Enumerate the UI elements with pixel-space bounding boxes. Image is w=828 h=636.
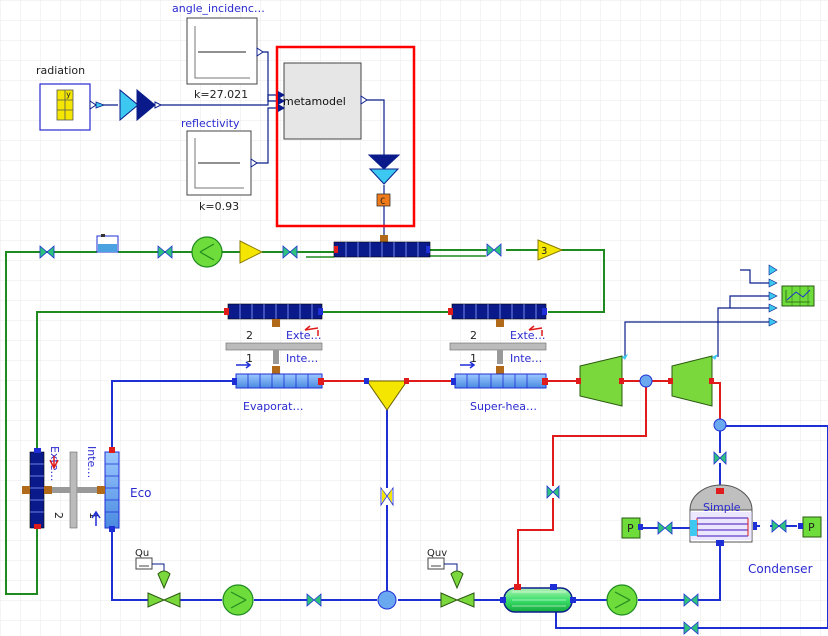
valve-cooling-in[interactable] xyxy=(657,521,673,535)
evaporator[interactable]: Evaporat… xyxy=(232,366,324,413)
p-right-label: P xyxy=(808,521,815,534)
reflectivity-label: reflectivity xyxy=(181,117,240,130)
tank-top[interactable] xyxy=(96,234,119,253)
quv-right-label: Quv xyxy=(427,548,447,559)
mixer-bottom[interactable] xyxy=(377,590,397,610)
hx-right-ext-label: Exte… xyxy=(510,329,546,342)
pump-bottom-right[interactable] xyxy=(606,584,638,616)
turbine-splitter[interactable] xyxy=(639,374,653,388)
control-valve-left[interactable] xyxy=(147,570,181,608)
valve-separator-drain[interactable] xyxy=(380,486,394,507)
valve-cooling-out[interactable] xyxy=(771,519,787,533)
radiation-label: radiation xyxy=(36,64,85,77)
metamodel-block[interactable]: metamodel xyxy=(278,62,368,140)
valve-bottom-3[interactable] xyxy=(683,621,699,635)
collector-right[interactable] xyxy=(448,303,547,327)
valve-top-1[interactable] xyxy=(39,245,55,259)
angle-k-label: k=27.021 xyxy=(194,88,248,101)
angle-incidence-label: angle_incidenc… xyxy=(172,2,265,15)
economizer-collector[interactable]: Exte… 2 xyxy=(22,446,65,529)
turbine-hp[interactable] xyxy=(576,354,628,407)
gain-yellow-top[interactable] xyxy=(239,240,264,264)
valve-bottom-2[interactable] xyxy=(683,593,699,607)
reflectivity-block[interactable]: reflectivity k=0.93 xyxy=(181,117,258,213)
qu-left-label: Qu xyxy=(135,548,149,559)
pump-bottom-left[interactable] xyxy=(222,584,254,616)
gain-3-label: 3 xyxy=(541,246,547,257)
valve-steam-bleed[interactable] xyxy=(546,485,560,499)
steam-lines xyxy=(322,380,721,588)
steam-separator[interactable] xyxy=(364,378,409,411)
signal-lines xyxy=(92,51,770,357)
eco-label: Eco xyxy=(130,486,152,500)
svg-text:y: y xyxy=(66,90,71,99)
deaerator-tank[interactable] xyxy=(500,584,576,613)
hx-right-num1: 1 xyxy=(470,352,477,365)
radiation-gain-1[interactable] xyxy=(95,88,139,122)
valve-top-2[interactable] xyxy=(157,245,173,259)
gain-3-block[interactable]: 3 xyxy=(537,239,564,261)
splitter-condenser[interactable] xyxy=(713,418,727,432)
hx-left-num2: 2 xyxy=(246,329,253,342)
metamodel-gain-cyan[interactable] xyxy=(368,168,400,185)
hx-right-int-label: Inte… xyxy=(510,352,542,365)
metamodel-label: metamodel xyxy=(283,95,346,108)
hx-left-ext-label: Exte… xyxy=(286,329,322,342)
simple-label: Simple xyxy=(703,501,741,514)
heat-exchanger-left[interactable]: 2 Exte… 1 Inte… xyxy=(225,325,323,369)
solar-collector-top[interactable] xyxy=(333,241,431,258)
pump-top[interactable] xyxy=(191,236,223,268)
condenser[interactable]: Simple Condenser xyxy=(689,484,813,576)
superheater-label: Super-hea… xyxy=(470,400,537,413)
eco-num2: 2 xyxy=(52,512,65,519)
valve-condenser-inlet[interactable] xyxy=(713,451,727,465)
control-valve-right[interactable] xyxy=(440,570,475,608)
heat-exchanger-right[interactable]: 2 Exte… 1 Inte… xyxy=(449,325,547,369)
radiation-block[interactable]: radiation y xyxy=(36,64,97,131)
superheater[interactable]: Super-hea… xyxy=(451,366,548,413)
reflectivity-k-label: k=0.93 xyxy=(199,200,239,213)
economizer[interactable]: Eco xyxy=(97,447,152,532)
valve-top-4[interactable] xyxy=(486,243,502,257)
generator-block[interactable] xyxy=(781,285,815,307)
turbine-lp[interactable] xyxy=(668,354,718,407)
eco-int-label: Inte… xyxy=(85,446,98,478)
p-left-label: P xyxy=(627,522,634,535)
pressure-source-left[interactable]: P xyxy=(621,517,643,539)
economizer-wall[interactable]: Inte… 1 xyxy=(52,446,101,529)
angle-incidence-block[interactable]: angle_incidenc… k=27.021 xyxy=(172,2,265,101)
metamodel-gain-navy[interactable] xyxy=(367,154,401,170)
pressure-sink-right[interactable]: P xyxy=(798,516,822,538)
c-tag-label: C xyxy=(380,197,385,207)
hx-left-num1: 1 xyxy=(246,352,253,365)
selection-highlight xyxy=(275,45,416,228)
valve-bottom-1[interactable] xyxy=(306,593,322,607)
radiation-gain-2[interactable] xyxy=(136,88,163,122)
heat-converter-c[interactable]: C xyxy=(376,193,391,242)
sensor-bus[interactable] xyxy=(768,264,778,327)
hx-right-num2: 2 xyxy=(470,329,477,342)
collector-left[interactable] xyxy=(224,303,323,327)
condenser-label: Condenser xyxy=(748,562,813,576)
hx-left-int-label: Inte… xyxy=(286,352,318,365)
evaporator-label: Evaporat… xyxy=(243,400,304,413)
valve-top-3[interactable] xyxy=(282,245,298,259)
